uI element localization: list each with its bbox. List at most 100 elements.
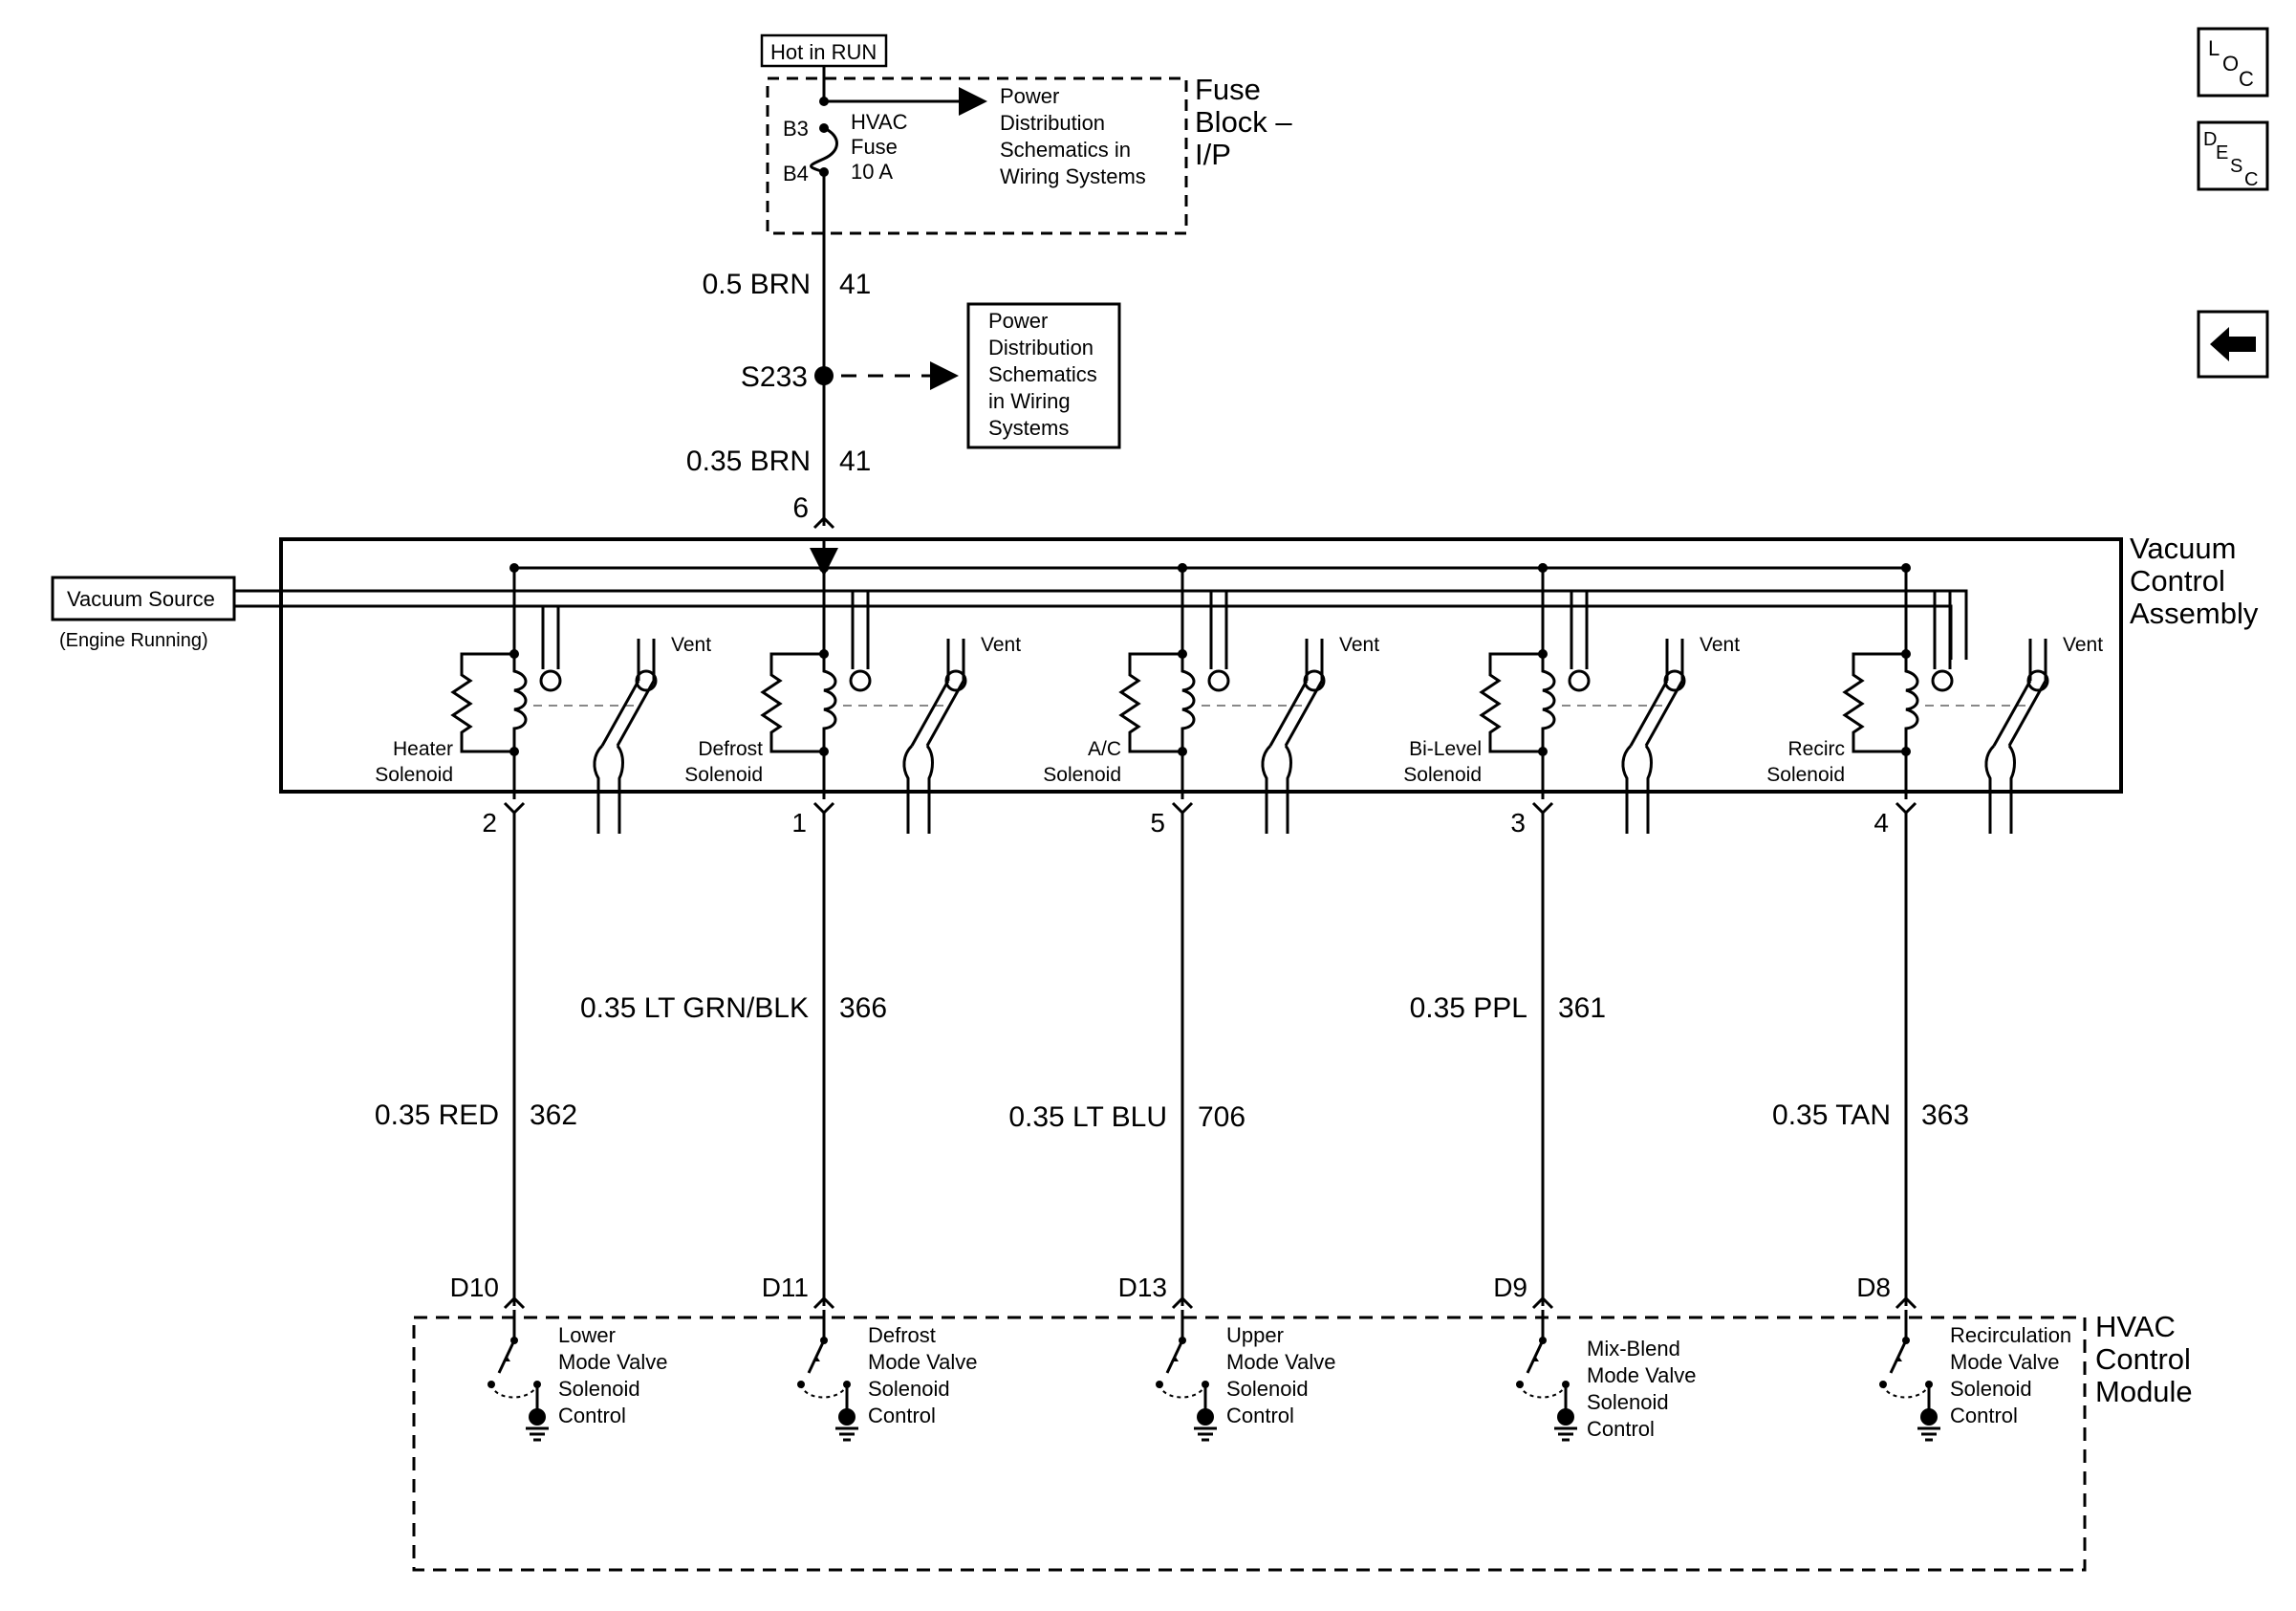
loc-button[interactable]: L O C xyxy=(2197,27,2269,98)
vca-title-1: Vacuum xyxy=(2130,532,2236,565)
unit-2-vent-out-b xyxy=(925,745,934,834)
unit-1-vca-pin: 2 xyxy=(482,808,497,838)
hvac-module-title-1: HVAC xyxy=(2095,1310,2176,1343)
unit-5-vent-label: Vent xyxy=(2063,634,2103,656)
unit-4-solenoid-name: Bi-Level xyxy=(1409,738,1482,760)
fuse-label-1: HVAC xyxy=(851,110,908,134)
unit-4-port xyxy=(1568,669,1591,692)
svg-text:D: D xyxy=(2203,129,2217,150)
left-arrow-icon xyxy=(2210,327,2256,361)
svg-text:(Engine Running): (Engine Running) xyxy=(59,630,208,651)
unit-3-wire-color: 0.35 LT BLU xyxy=(1008,1101,1167,1133)
unit-3-vent-out-b xyxy=(1284,745,1292,834)
power-dist-ref-2: Distribution xyxy=(1000,111,1105,135)
unit-1-vent-arm-a xyxy=(600,680,640,747)
unit-1-coil xyxy=(512,654,528,751)
unit-3-vca-connector xyxy=(1171,801,1194,816)
unit-3-vent-out-a xyxy=(1261,744,1272,834)
unit-5-wire-color: 0.35 TAN xyxy=(1772,1099,1891,1131)
unit-2-control-label-1: Defrost xyxy=(868,1323,936,1347)
unit-1-module-connector xyxy=(503,1295,526,1310)
fuse-block-title-3: I/P xyxy=(1195,138,1231,171)
vca-pin-6: 6 xyxy=(792,492,809,524)
connector-6 xyxy=(812,515,835,530)
unit-2-vca-connector xyxy=(812,801,835,816)
unit-1-solenoid-name-2: Solenoid xyxy=(375,764,453,786)
hvac-control-module xyxy=(412,1316,2087,1572)
unit-4-control-label-3: Solenoid xyxy=(1587,1390,1669,1414)
back-button[interactable] xyxy=(2197,310,2269,379)
unit-3-port xyxy=(1207,669,1230,692)
feed-wire-1-circuit: 41 xyxy=(839,269,871,300)
unit-1-drv-dotted xyxy=(490,1383,538,1399)
unit-5-solenoid-name: Recirc xyxy=(1787,738,1845,760)
svg-text:Distribution: Distribution xyxy=(988,336,1094,359)
unit-3-module-connector xyxy=(1171,1295,1194,1310)
desc-button[interactable]: D E S C xyxy=(2197,120,2269,191)
unit-1-control-label-4: Control xyxy=(558,1404,626,1427)
unit-4-gnd-dot xyxy=(1557,1408,1574,1426)
unit-4-vent-arm-b xyxy=(1644,680,1684,747)
fuse-block-title-1: Fuse xyxy=(1195,73,1261,106)
unit-2-wire-color: 0.35 LT GRN/BLK xyxy=(580,992,809,1024)
splice-s233 xyxy=(814,366,834,385)
unit-1-vent-arm-b xyxy=(616,680,656,747)
feed-wire-2-circuit: 41 xyxy=(839,446,871,477)
unit-4-vent-out-b xyxy=(1644,745,1653,834)
svg-text:C: C xyxy=(2239,67,2254,91)
unit-4-vent-label: Vent xyxy=(1700,634,1740,656)
feed-wire-2-color: 0.35 BRN xyxy=(686,446,811,477)
vca-title-2: Control xyxy=(2130,564,2225,598)
unit-3-wire-circuit: 706 xyxy=(1198,1101,1245,1133)
unit-3-coil xyxy=(1180,654,1196,751)
unit-1-bus-node xyxy=(509,563,519,573)
power-dist-ref-1: Power xyxy=(1000,84,1059,108)
unit-4-vent-out-a xyxy=(1621,744,1633,834)
unit-2-solenoid-name-2: Solenoid xyxy=(684,764,763,786)
unit-3-solenoid-name-2: Solenoid xyxy=(1043,764,1121,786)
unit-3-control-label-2: Mode Valve xyxy=(1226,1350,1336,1374)
unit-3-control-label-3: Solenoid xyxy=(1226,1377,1309,1401)
unit-4-drv-dotted xyxy=(1519,1383,1567,1399)
unit-1-gnd-dot xyxy=(529,1408,546,1426)
unit-4-solenoid-name-2: Solenoid xyxy=(1403,764,1482,786)
power-dist-ref-4: Wiring Systems xyxy=(1000,164,1146,188)
unit-1-port xyxy=(539,669,562,692)
unit-2-drv-arrow xyxy=(812,1356,820,1361)
fuse-pin-b3: B3 xyxy=(783,117,809,141)
unit-5-vent-out-b xyxy=(2007,745,2016,834)
fuse-symbol xyxy=(810,126,838,174)
unit-4-vca-pin: 3 xyxy=(1510,808,1526,838)
svg-text:E: E xyxy=(2216,142,2228,163)
unit-1-resistor xyxy=(450,652,514,753)
unit-5-vent-arm-b xyxy=(2007,680,2047,747)
svg-text:L: L xyxy=(2208,36,2220,60)
svg-text:Schematics: Schematics xyxy=(988,362,1097,386)
fuse-label-2: Fuse xyxy=(851,135,898,159)
unit-1-drv-arrow xyxy=(503,1356,510,1361)
svg-text:S: S xyxy=(2230,156,2242,177)
unit-5-wire-circuit: 363 xyxy=(1921,1099,1969,1131)
unit-4-module-connector xyxy=(1531,1295,1554,1310)
unit-4-module-pin: D9 xyxy=(1493,1273,1527,1302)
unit-2-gnd-dot xyxy=(838,1408,856,1426)
unit-1-vca-connector xyxy=(503,801,526,816)
unit-4-vca-connector xyxy=(1531,801,1554,816)
unit-4-vent-port xyxy=(1663,669,1686,692)
unit-5-control-label-3: Solenoid xyxy=(1950,1377,2032,1401)
unit-5-resistor xyxy=(1842,652,1906,753)
splice-name: S233 xyxy=(741,361,808,393)
unit-2-port xyxy=(849,669,872,692)
unit-2-vent-port xyxy=(944,669,967,692)
unit-3-vent-arm-b xyxy=(1284,680,1324,747)
unit-3-vent-port xyxy=(1303,669,1326,692)
unit-2-module-pin: D11 xyxy=(762,1273,809,1302)
unit-2-control-label-2: Mode Valve xyxy=(868,1350,978,1374)
unit-3-vent-label: Vent xyxy=(1339,634,1379,656)
unit-2-module-connector xyxy=(812,1295,835,1310)
unit-5-control-label-2: Mode Valve xyxy=(1950,1350,2060,1374)
unit-5-port xyxy=(1931,669,1954,692)
unit-5-module-pin: D8 xyxy=(1856,1273,1891,1302)
unit-3-resistor xyxy=(1118,652,1182,753)
